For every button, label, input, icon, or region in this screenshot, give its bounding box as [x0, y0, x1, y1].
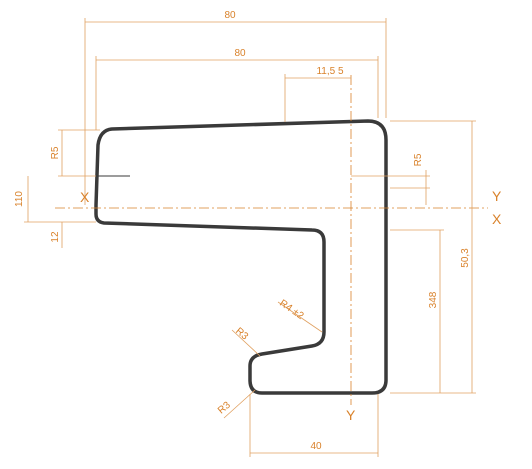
dim-r3-upper-leader	[231, 329, 261, 357]
dim-40-label: 40	[310, 441, 322, 452]
dim-80-second-label: 80	[234, 48, 246, 59]
axis-y-right-label: Y	[492, 188, 502, 204]
dim-11-5-label: 11,5 5	[316, 66, 343, 77]
dim-12-label: 12	[50, 231, 61, 243]
axis-x-right-label: X	[492, 211, 502, 227]
dim-r5-left-label: R5	[50, 146, 61, 159]
dim-110-label: 110	[14, 191, 25, 207]
dim-r3-lower-label: R3	[216, 399, 233, 416]
dim-348-label: 348	[428, 291, 439, 308]
profile-outline	[94, 119, 388, 395]
axis-y-bottom-label: Y	[346, 407, 356, 423]
dim-r4-leader	[277, 301, 323, 333]
dim-r4-label: R4 ±2	[277, 298, 306, 322]
dim-r3-upper-label: R3	[233, 326, 250, 343]
dim-50-3-label: 50,3	[460, 248, 471, 268]
dim-80-top-label: 80	[224, 10, 236, 21]
axis-x-left-label: X	[80, 189, 90, 205]
dim-r5-right-label: R5	[413, 153, 424, 166]
